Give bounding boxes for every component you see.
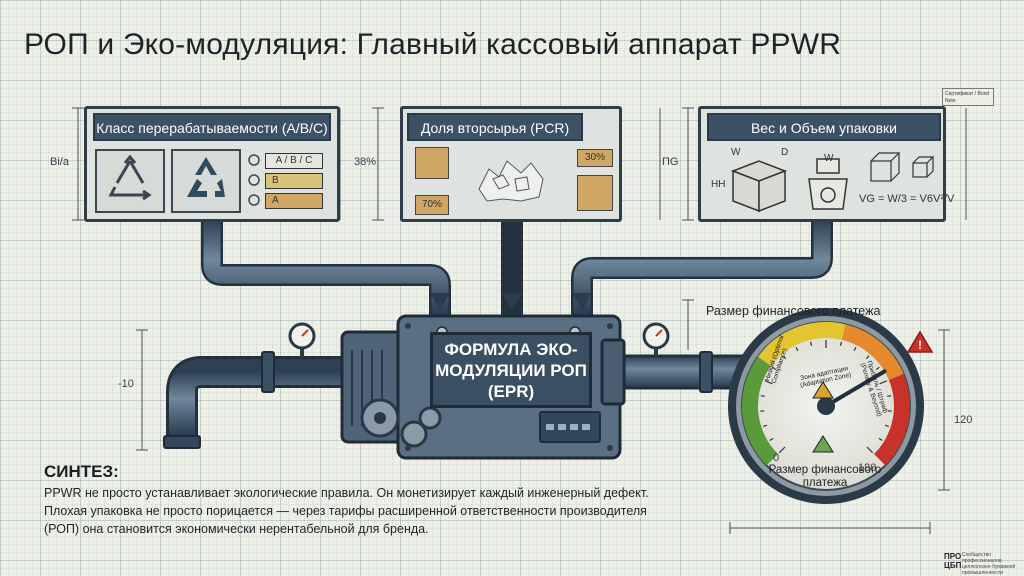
gauge-tick [760,395,765,397]
synthesis-line-3: (РОП) она становится экономически нерент… [44,522,429,536]
small-gauge-left [288,322,316,358]
pcr-pct-bottom: 70% [415,195,449,215]
gauge-tick [865,355,870,360]
cube-icon [865,149,905,187]
feed-pipes [201,209,833,329]
gauge-tick [853,346,857,352]
panel-weight-label: Вес и Объем упаковки [707,113,941,141]
gauge-tick [866,446,874,454]
class-grade-a: A [265,193,323,209]
gauge-tick [772,366,777,371]
warning-icon [906,330,934,353]
gauge-tick [878,437,883,441]
box-icon [725,149,793,215]
pcr-pct-top: 30% [577,149,613,167]
gauge-max-label: 180 [858,462,877,474]
dim-hh: HH [711,179,726,190]
logo-caption: Сообщество профессионалов целлюлозно-бум… [962,552,1016,576]
gauge-tick [769,437,774,441]
panel-recyclability: Класс перерабатываемости (A/B/C) A / B /… [84,106,340,222]
dimension-lines [72,107,967,534]
logo-mark: ПРО ЦБП [944,552,962,570]
stamp: Сертификат / Bond Note [942,88,994,106]
scale-w: W [824,153,834,164]
gauge-tick [763,424,768,427]
arrow-down-left [430,293,450,310]
gauge-tick [778,446,786,454]
left-dimension-label: -10 [118,378,134,390]
volume-formula: VG = W/3 = V6V²/V [859,193,955,205]
gauge-tick [887,395,892,397]
eco-modulation-formula: ФОРМУЛА ЭКО-МОДУЛЯЦИИ РОП (EPR) [430,332,592,408]
gauge-tick [795,346,799,352]
gauge-tick [782,355,787,360]
scale-icon [805,153,851,215]
synthesis-line-2: Плохая упаковка не просто порицается — ч… [44,504,647,518]
dim-d: D [781,147,789,158]
panel-pcr: Доля вторсырья (PCR) 70% 30% [400,106,622,222]
cube-small-icon [909,155,937,181]
gauge-top-label: Размер финансового платежа [706,304,881,318]
small-gauge-right [642,322,670,358]
arrow-down-right [572,293,592,310]
panel-pcr-label: Доля вторсырья (PCR) [407,113,583,141]
pcr-box-bottom-right [577,175,613,211]
class-grade-abc: A / B / C [265,153,323,169]
gauge-min-label: 0 [773,452,780,464]
arrow-down-middle [502,293,522,310]
synthesis-line-1: PPWR не просто устанавливает экологическ… [44,486,649,500]
dim-w: W [731,147,741,158]
gauge-inner-label: Размер финансового платежа [768,464,882,489]
gauge-right-dim-label: 120 [954,414,973,426]
synthesis-heading: СИНТЕЗ: [44,462,119,481]
side-label-recyclability: Bi/a [50,156,69,168]
page-title: РОП и Эко-модуляция: Главный кассовый ап… [24,28,842,61]
recycle-icon-outline [95,149,165,213]
gauge-tick [839,341,842,346]
side-label-pcr: 38% [354,156,377,168]
gauge-tick [810,341,813,346]
payment-gauge [728,308,924,504]
side-label-weight: ПG [662,156,679,168]
recycle-icon-filled [171,149,241,213]
gauge-tick [875,366,880,371]
gauge-tick [879,380,888,385]
panel-recyclability-label: Класс перерабатываемости (A/B/C) [93,113,331,141]
mini-recycle-icons [247,153,260,213]
gauge-tick [764,380,773,385]
svg-text:!: ! [918,338,922,352]
gauge-tick [884,424,889,427]
main-pipe [163,351,754,449]
pcr-box-top-left [415,147,449,179]
panel-weight-volume: Вес и Объем упаковки W HH D W VG = W/3 =… [698,106,954,222]
class-grade-b: B [265,173,323,189]
recycled-flakes-icon [469,149,555,211]
